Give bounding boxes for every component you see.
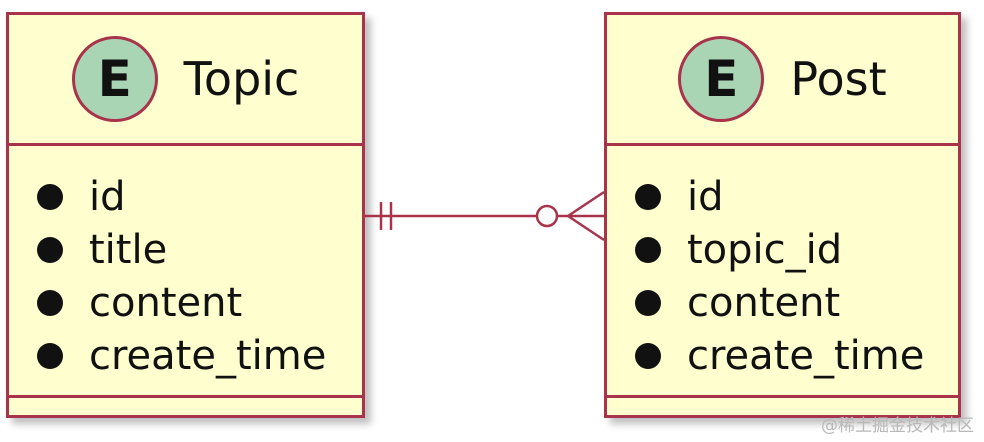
entity-badge-icon: E xyxy=(678,36,765,122)
attribute-list: id title content create_time xyxy=(37,170,326,382)
entity-divider xyxy=(9,395,362,398)
attribute-label: create_time xyxy=(89,332,327,379)
exactly-one-marker-icon xyxy=(379,202,393,230)
entity-divider xyxy=(607,395,958,398)
entity-post: E Post id topic_id content create_time xyxy=(604,12,961,418)
entity-header: E Post xyxy=(607,15,958,143)
bullet-icon xyxy=(635,289,661,316)
attribute-label: create_time xyxy=(687,332,925,379)
bullet-icon xyxy=(37,342,63,369)
bullet-icon xyxy=(37,289,63,316)
attribute-row: title xyxy=(37,223,326,276)
watermark: @稀土掘金技术社区 xyxy=(821,416,974,436)
attribute-label: id xyxy=(89,173,126,220)
attribute-label: topic_id xyxy=(687,226,843,273)
entity-header: E Topic xyxy=(9,15,362,143)
entity-divider xyxy=(9,143,362,146)
entity-title: Topic xyxy=(183,52,300,106)
entity-title: Post xyxy=(790,52,887,106)
attribute-row: create_time xyxy=(635,329,924,382)
bullet-icon xyxy=(635,183,661,210)
attribute-row: content xyxy=(635,276,924,329)
attribute-list: id topic_id content create_time xyxy=(635,170,924,382)
zero-or-many-marker-icon xyxy=(535,190,605,242)
attribute-row: topic_id xyxy=(635,223,924,276)
attribute-row: id xyxy=(635,170,924,223)
bullet-icon xyxy=(635,236,661,263)
bullet-icon xyxy=(37,183,63,210)
attribute-row: create_time xyxy=(37,329,326,382)
entity-badge-icon: E xyxy=(71,36,158,122)
attribute-label: title xyxy=(89,226,168,273)
attribute-label: id xyxy=(687,173,724,220)
attribute-label: content xyxy=(89,279,243,326)
entity-divider xyxy=(607,143,958,146)
bullet-icon xyxy=(37,236,63,263)
bullet-icon xyxy=(635,342,661,369)
attribute-row: id xyxy=(37,170,326,223)
entity-topic: E Topic id title content create_time xyxy=(6,12,365,418)
attribute-label: content xyxy=(687,279,841,326)
attribute-row: content xyxy=(37,276,326,329)
